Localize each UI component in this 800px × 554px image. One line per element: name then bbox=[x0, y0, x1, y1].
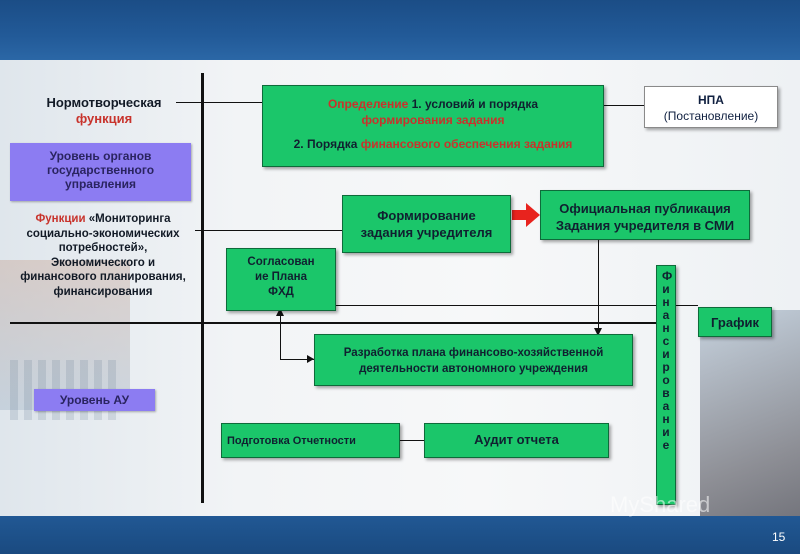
financing-vertical-text: Финансирование bbox=[662, 269, 673, 452]
functions-line3: потребностей», bbox=[58, 242, 148, 254]
functions-line6: финансирования bbox=[53, 285, 153, 298]
norm-function-title: Нормотворческая функция bbox=[38, 95, 170, 127]
agreed-line2: ие Плана bbox=[255, 271, 307, 283]
plan-line2: деятельности автономного учреждения bbox=[359, 363, 588, 375]
definition-rest: 1. условий и порядка bbox=[408, 97, 539, 111]
connector-agreed-to-plan bbox=[280, 359, 314, 360]
functions-line2: социально-экономических bbox=[26, 227, 180, 240]
norm-function-line2: функция bbox=[75, 111, 133, 126]
agreed-line3: ФХД bbox=[268, 286, 294, 298]
plan-line1: Разработка плана финансово-хозяйственной bbox=[343, 347, 604, 359]
level-divider-line bbox=[10, 322, 665, 324]
red-arrow-formation-to-publication bbox=[512, 203, 540, 227]
functions-text: Функции «Мониторинга социально-экономиче… bbox=[4, 212, 202, 299]
agreed-line1: Согласован bbox=[247, 256, 315, 268]
norm-function-line1: Нормотворческая bbox=[46, 95, 162, 110]
npa-line1: НПА bbox=[698, 93, 724, 107]
schedule-text: График bbox=[711, 315, 759, 330]
publication-line2: Задания учредителя в СМИ bbox=[555, 218, 735, 233]
arrow-head-up-agreed bbox=[276, 308, 284, 316]
functions-line4: Экономического и bbox=[50, 256, 156, 269]
watermark-text: MyShared bbox=[610, 492, 711, 517]
npa-line2: (Постановление) bbox=[663, 109, 759, 123]
level-gov-label: Уровень органов государственного управле… bbox=[10, 143, 191, 201]
publication-box: Официальная публикация Задания учредител… bbox=[540, 190, 750, 240]
level-gov-text: Уровень органов государственного управле… bbox=[46, 149, 155, 191]
functions-prefix: Функции bbox=[35, 213, 86, 225]
functions-line5: финансового планирования, bbox=[20, 271, 186, 283]
connector-definition-to-npa bbox=[604, 105, 644, 106]
formation-line1: Формирование bbox=[377, 208, 476, 223]
formation-line2: задания учредителя bbox=[360, 225, 493, 240]
level-au-label: Уровень АУ bbox=[34, 389, 155, 411]
connector-norm-to-definition bbox=[176, 102, 262, 103]
level-au-text: Уровень АУ bbox=[59, 393, 130, 407]
schedule-box: График bbox=[698, 307, 772, 337]
arrow-head-right-plan bbox=[307, 355, 314, 363]
connector-agreed-to-schedule bbox=[336, 305, 698, 306]
definition-box: Определение 1. условий и порядка формиро… bbox=[262, 85, 604, 167]
order-rest: финансового обеспечения задания bbox=[357, 137, 573, 151]
reporting-box: Подготовка Отчетности bbox=[221, 423, 400, 458]
connector-agreed-up-arrow-line bbox=[280, 312, 281, 360]
connector-reporting-to-audit bbox=[400, 440, 424, 441]
audit-text: Аудит отчета bbox=[474, 432, 559, 447]
order-prefix: 2. Порядка bbox=[293, 137, 358, 151]
agreed-plan-box: Согласован ие Плана ФХД bbox=[226, 248, 336, 311]
background-student-photo bbox=[700, 310, 800, 516]
arrow-head-down-plan bbox=[594, 328, 602, 336]
functions-line1: «Мониторинга bbox=[88, 213, 171, 225]
watermark-logo: MyShared bbox=[610, 492, 710, 518]
plan-development-box: Разработка плана финансово-хозяйственной… bbox=[314, 334, 633, 386]
frame-bottom bbox=[0, 516, 800, 554]
formation-box: Формирование задания учредителя bbox=[342, 195, 511, 253]
definition-prefix: Определение bbox=[327, 97, 409, 111]
definition-line2: формирования задания bbox=[361, 113, 505, 127]
publication-line1: Официальная публикация bbox=[559, 201, 731, 216]
connector-publication-down bbox=[598, 240, 599, 332]
audit-box: Аудит отчета bbox=[424, 423, 609, 458]
frame-top bbox=[0, 0, 800, 60]
npa-box: НПА (Постановление) bbox=[644, 86, 778, 128]
vertical-divider-line bbox=[201, 73, 204, 503]
page-number: 15 bbox=[772, 530, 786, 544]
background-city-image bbox=[0, 260, 130, 410]
reporting-text: Подготовка Отчетности bbox=[227, 435, 356, 447]
financing-vertical-box: Финансирование bbox=[656, 265, 676, 505]
connector-functions-to-formation bbox=[195, 230, 342, 231]
